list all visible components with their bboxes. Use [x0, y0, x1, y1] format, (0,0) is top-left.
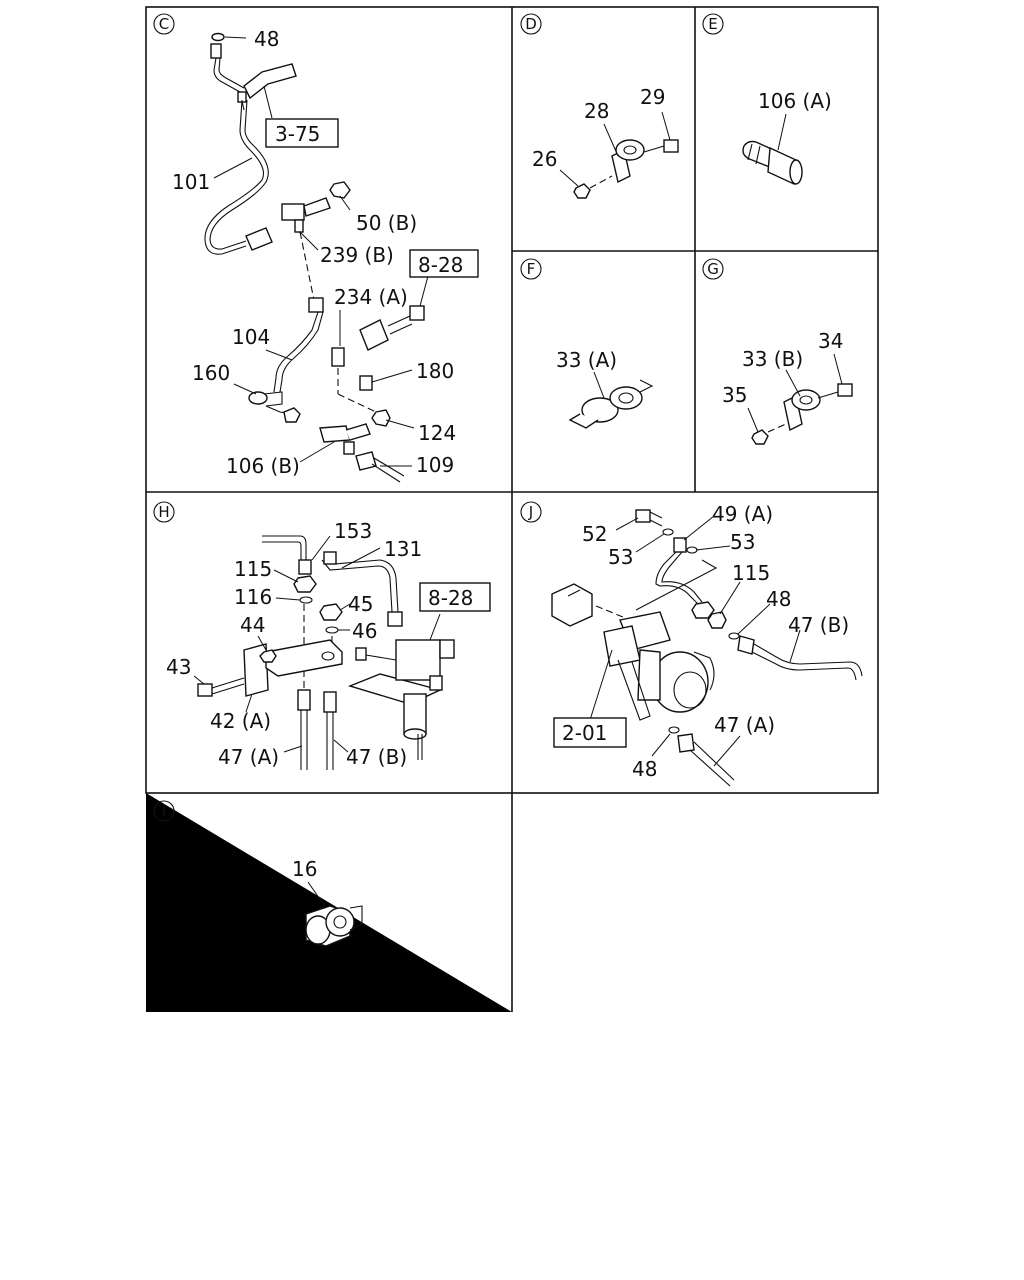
- leader-lines: [193, 36, 843, 909]
- part-label-29: 29: [640, 85, 665, 109]
- part-label-44: 44: [240, 613, 265, 637]
- part-label-115-j: 115: [732, 561, 770, 585]
- part-label-104: 104: [232, 325, 270, 349]
- section-marker-g: G: [702, 258, 724, 280]
- ref-label-8-28-c: 8-28: [418, 253, 463, 277]
- part-label-180: 180: [416, 359, 454, 383]
- section-j-drawing: [551, 509, 863, 787]
- part-label-34: 34: [818, 329, 843, 353]
- section-d-drawing: [573, 139, 679, 199]
- part-label-160: 160: [192, 361, 230, 385]
- part-label-33a: 33 (A): [556, 348, 617, 372]
- part-label-124: 124: [418, 421, 456, 445]
- section-marker-j: J: [520, 501, 542, 523]
- part-label-47b-j: 47 (B): [788, 613, 849, 637]
- part-label-52: 52: [582, 522, 607, 546]
- part-label-115: 115: [234, 557, 272, 581]
- part-label-28: 28: [584, 99, 609, 123]
- section-c-drawing: [204, 32, 425, 483]
- section-marker-d: D: [520, 13, 542, 35]
- part-label-46: 46: [352, 619, 377, 643]
- part-label-239b: 239 (B): [320, 243, 394, 267]
- part-label-45: 45: [348, 592, 373, 616]
- ref-box-2-01: [553, 717, 627, 748]
- part-label-47a-h: 47 (A): [218, 745, 279, 769]
- svg-text:H: H: [158, 503, 169, 521]
- section-marker-c: C: [153, 13, 175, 35]
- part-label-16: 16: [292, 857, 317, 881]
- part-label-48-j-bottom: 48: [632, 757, 657, 781]
- svg-text:J: J: [528, 503, 533, 521]
- svg-text:C: C: [159, 15, 169, 33]
- part-label-26: 26: [532, 147, 557, 171]
- ref-box-3-75: [265, 118, 339, 148]
- part-label-43: 43: [166, 655, 191, 679]
- part-label-106b: 106 (B): [226, 454, 300, 478]
- section-marker-i: I: [153, 800, 175, 822]
- part-label-50b: 50 (B): [356, 211, 417, 235]
- part-label-109: 109: [416, 453, 454, 477]
- part-label-153: 153: [334, 519, 372, 543]
- part-label-101: 101: [172, 170, 210, 194]
- section-marker-h: H: [153, 501, 175, 523]
- diagram-grid: [145, 6, 879, 1012]
- part-label-49a: 49 (A): [712, 502, 773, 526]
- part-label-48-j: 48: [766, 587, 791, 611]
- part-label-53-left: 53: [608, 545, 633, 569]
- section-marker-e: E: [702, 13, 724, 35]
- ref-box-8-28-c: [409, 249, 479, 278]
- part-label-35: 35: [722, 383, 747, 407]
- part-label-106a: 106 (A): [758, 89, 832, 113]
- part-label-47b-h: 47 (B): [346, 745, 407, 769]
- section-e-drawing: [742, 140, 803, 186]
- ref-box-8-28-h: [419, 582, 491, 612]
- svg-text:G: G: [707, 260, 719, 278]
- section-h-drawing: [197, 535, 455, 770]
- part-label-42a: 42 (A): [210, 709, 271, 733]
- svg-text:E: E: [708, 15, 717, 33]
- ref-label-3-75: 3-75: [275, 122, 320, 146]
- svg-text:F: F: [527, 260, 536, 278]
- section-marker-f: F: [520, 258, 542, 280]
- part-label-116: 116: [234, 585, 272, 609]
- ref-label-8-28-h: 8-28: [428, 586, 473, 610]
- section-i-drawing: [305, 905, 363, 947]
- part-label-48: 48: [254, 27, 279, 51]
- section-g-drawing: [751, 383, 853, 445]
- part-label-47a-j: 47 (A): [714, 713, 775, 737]
- part-label-234a: 234 (A): [334, 285, 408, 309]
- part-label-53-right: 53: [730, 530, 755, 554]
- ref-label-2-01: 2-01: [562, 721, 607, 745]
- section-f-drawing: [568, 379, 654, 429]
- part-label-33b: 33 (B): [742, 347, 803, 371]
- part-label-131: 131: [384, 537, 422, 561]
- svg-text:I: I: [162, 802, 166, 820]
- svg-text:D: D: [525, 15, 537, 33]
